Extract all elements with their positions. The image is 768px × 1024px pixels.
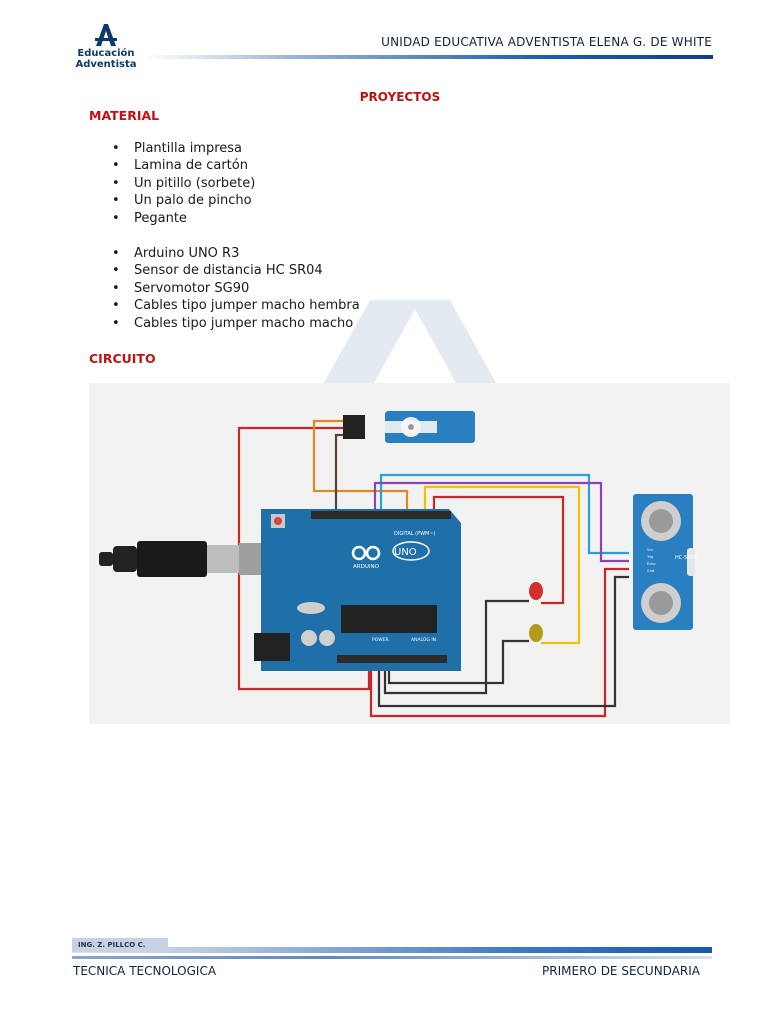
material-heading: MATERIAL [89,108,160,123]
header-rule [145,55,713,59]
material-list-1: Plantilla impresa Lamina de cartón Un pi… [110,140,255,227]
ultrasonic-sensor: HC-SR04 Vcc Trig Echo Gnd [633,494,697,630]
wire-red-led [432,495,565,605]
wire-brown-gnd [334,433,357,519]
list-item: Un palo de pincho [110,192,255,210]
digital-label: DIGITAL (PWM~) [394,531,436,537]
list-item: Sensor de distancia HC SR04 [110,262,360,280]
material-list-2: Arduino UNO R3 Sensor de distancia HC SR… [110,245,360,332]
list-item: Plantilla impresa [110,140,255,158]
board-model: UNO [394,547,417,558]
wire-red-vcc [369,567,629,718]
logo: Educación Adventista [66,22,146,82]
servo-motor [343,411,475,443]
power-label: POWER [372,637,389,643]
footer-subject: TECNICA TECNOLOGICA [73,964,217,978]
led-red [529,582,543,600]
school-name: UNIDAD EDUCATIVA ADVENTISTA ELENA G. DE … [381,35,712,49]
watermark-logo [320,300,500,390]
list-item: Arduino UNO R3 [110,245,360,263]
arduino-board: UNO ARDUINO DIGITAL (PWM~) POWER ANALOG … [254,509,461,671]
footer-rule-2 [72,956,712,959]
list-item: Cables tipo jumper macho macho [110,315,360,333]
footer-grade: PRIMERO DE SECUNDARIA [542,964,700,978]
sensor-pin-trig: Trig [646,555,653,559]
sensor-pin-echo: Echo [647,562,656,566]
wire-black-led2 [387,639,529,685]
usb-cable [99,541,275,577]
sensor-label: HC-SR04 [675,555,697,561]
logo-line2: Adventista [75,59,137,70]
led-yellow [529,624,543,642]
logo-line1: Educación [77,48,135,59]
analog-label: ANALOG IN [411,637,436,643]
list-item: Pegante [110,210,255,228]
circuit-diagram: UNO ARDUINO DIGITAL (PWM~) POWER ANALOG … [89,383,730,724]
list-item: Cables tipo jumper macho hembra [110,297,360,315]
wire-blue [379,473,629,555]
wire-red-power [237,426,371,691]
list-item: Un pitillo (sorbete) [110,175,255,193]
board-brand: ARDUINO [353,564,380,570]
wire-orange-signal [312,419,409,519]
list-item: Lamina de cartón [110,157,255,175]
footer-rule [72,947,712,953]
wire-yellow [423,485,581,645]
sensor-pin-vcc: Vcc [647,548,653,552]
sensor-pin-gnd: Gnd [647,569,654,573]
wires [237,419,629,718]
author-badge: ING. Z. PILLCO C. [72,938,168,952]
circuit-heading: CIRCUITO [89,351,156,366]
wire-black-gnd [377,575,629,708]
page-title: PROYECTOS [359,90,441,104]
list-item: Servomotor SG90 [110,280,360,298]
logo-icon [95,24,117,46]
wire-purple [373,481,629,563]
wire-black-led1 [383,599,529,695]
